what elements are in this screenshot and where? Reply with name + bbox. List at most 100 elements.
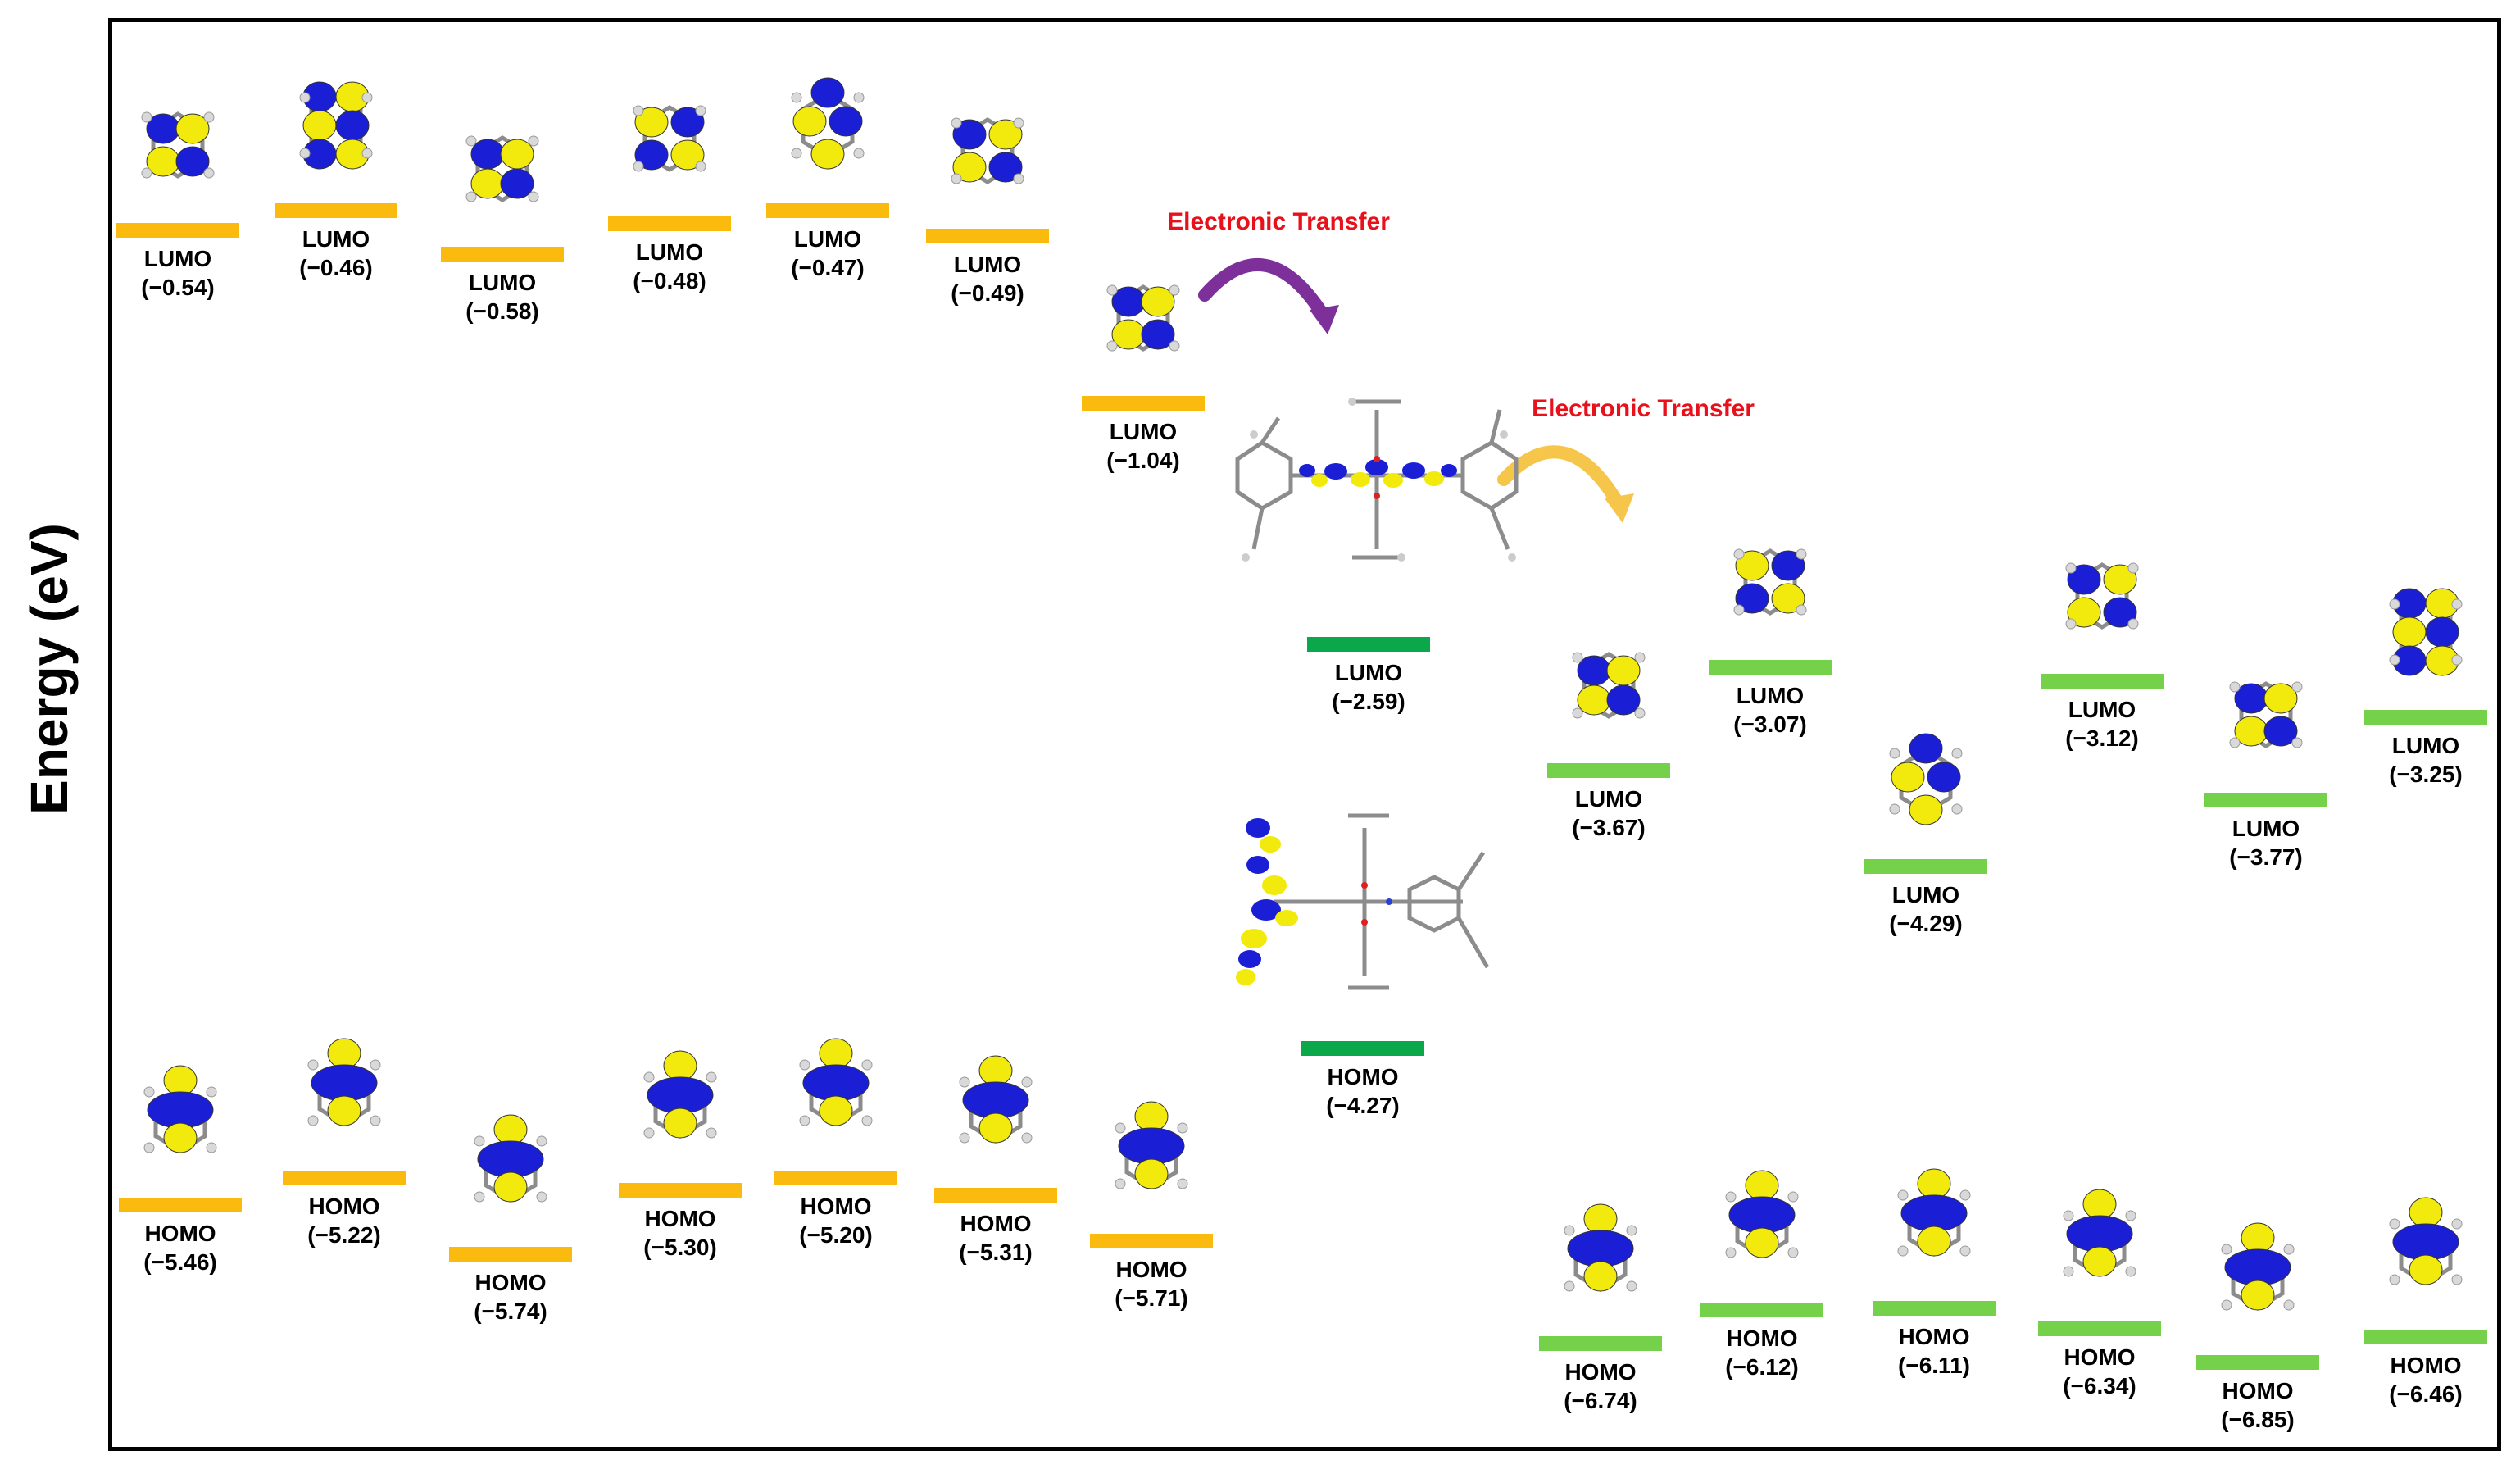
d2-homo-energy-value: (−5.22) xyxy=(307,1222,381,1248)
core-molecule-lumo xyxy=(1235,398,1519,562)
a4-homo-level-bar xyxy=(2038,1321,2161,1336)
a1-homo-orbital-name: HOMO xyxy=(1564,1359,1637,1385)
d4-lumo-hydrogen-atom xyxy=(695,161,706,172)
a2-homo-lobe xyxy=(1745,1227,1779,1258)
d4-homo-orbital-icon xyxy=(643,1050,717,1139)
d5-homo-energy-value: (−5.20) xyxy=(799,1222,873,1248)
a3-homo-hydrogen-atom xyxy=(1959,1245,1971,1257)
d4-homo-hydrogen-atom xyxy=(643,1071,655,1083)
a4-lumo-hydrogen-atom xyxy=(2065,562,2077,574)
a5-lumo-lobe xyxy=(2263,716,2298,747)
a1-homo-lobe xyxy=(1583,1261,1618,1292)
a6-homo-lobe xyxy=(2409,1197,2443,1228)
d4-homo-label: HOMO (−5.30) xyxy=(615,1204,746,1262)
d1-lumo-level-bar xyxy=(116,223,239,238)
d2-lumo-hydrogen-atom xyxy=(361,92,373,103)
d2-lumo-hydrogen-atom xyxy=(361,148,373,159)
d5-lumo-hydrogen-atom xyxy=(853,148,865,159)
d3-lumo-lobe xyxy=(500,139,534,170)
a1-lumo-hydrogen-atom xyxy=(1634,652,1646,663)
a5-lumo-orbital-name: LUMO xyxy=(2232,816,2300,841)
a3-lumo-hydrogen-atom xyxy=(1951,803,1963,815)
d1-homo-lobe xyxy=(163,1122,198,1153)
a6-homo-label: HOMO(−6.46) xyxy=(2360,1351,2491,1408)
a1-lumo-hydrogen-atom xyxy=(1572,652,1583,663)
d6-lumo-level-bar xyxy=(926,229,1049,243)
a6-homo-orbital-name: HOMO xyxy=(2390,1353,2462,1378)
c-homo-energy-value: (−4.27) xyxy=(1326,1093,1400,1118)
d4-homo-energy-value: (−5.30) xyxy=(643,1235,717,1260)
a5-lumo-orbital-icon xyxy=(2229,681,2303,748)
a1-lumo-lobe xyxy=(1606,655,1641,686)
d5-homo-orbital-name: HOMO xyxy=(800,1194,872,1219)
d2-homo-lobe xyxy=(327,1038,361,1069)
d3-homo-hydrogen-atom xyxy=(536,1191,547,1203)
a5-lumo-hydrogen-atom xyxy=(2291,737,2303,748)
d5-lumo-lobe xyxy=(810,139,845,170)
d1-homo-level-bar xyxy=(119,1198,242,1212)
a1-lumo-energy-value: (−3.67) xyxy=(1572,815,1646,840)
a5-homo-hydrogen-atom xyxy=(2283,1299,2295,1311)
d6-lumo-lobe xyxy=(952,152,987,183)
a3-lumo-lobe xyxy=(1891,762,1925,793)
d6-homo-hydrogen-atom xyxy=(1021,1132,1033,1144)
d3-lumo-hydrogen-atom xyxy=(528,191,539,202)
a5-lumo-label: LUMO(−3.77) xyxy=(2200,814,2332,871)
d7-homo-orbital-name: HOMO xyxy=(1115,1257,1187,1282)
a3-homo-energy-value: (−6.11) xyxy=(1898,1353,1970,1378)
a4-lumo-hydrogen-atom xyxy=(2065,618,2077,630)
a1-lumo-label: LUMO(−3.67) xyxy=(1543,785,1674,842)
d3-lumo-orbital-icon xyxy=(465,135,539,202)
d4-homo-orbital-name: HOMO xyxy=(644,1206,716,1231)
d3-lumo-hydrogen-atom xyxy=(465,191,477,202)
d4-lumo-lobe xyxy=(634,107,669,138)
c-homo-orbital-name: HOMO xyxy=(1327,1064,1399,1089)
a2-lumo-label: LUMO(−3.07) xyxy=(1705,681,1836,739)
d2-homo-orbital-icon xyxy=(307,1038,381,1126)
a2-lumo-energy-value: (−3.07) xyxy=(1733,712,1807,737)
d7-homo-lobe xyxy=(1134,1101,1169,1132)
d1-lumo-hydrogen-atom xyxy=(203,167,215,179)
d4-lumo-lobe xyxy=(670,107,705,138)
d2-homo-lobe xyxy=(327,1095,361,1126)
a3-homo-lobe xyxy=(1917,1226,1951,1257)
d6-homo-orbital-icon xyxy=(959,1055,1033,1144)
a6-homo-lobe xyxy=(2392,1223,2459,1261)
a4-lumo-hydrogen-atom xyxy=(2127,562,2139,574)
d2-homo-level-bar xyxy=(283,1171,406,1185)
a6-homo-hydrogen-atom xyxy=(2451,1274,2463,1285)
a1-homo-label: HOMO(−6.74) xyxy=(1535,1358,1666,1415)
a4-homo-orbital-icon xyxy=(2063,1189,2136,1277)
a6-homo-level-bar xyxy=(2364,1330,2487,1344)
d1-lumo-lobe xyxy=(175,113,210,144)
a2-homo-label: HOMO(−6.12) xyxy=(1696,1324,1828,1381)
d3-homo-orbital-icon xyxy=(474,1114,547,1203)
d6-homo-lobe xyxy=(978,1055,1013,1086)
d5-homo-hydrogen-atom xyxy=(799,1059,810,1071)
d4-lumo-hydrogen-atom xyxy=(633,161,644,172)
d6-homo-lobe xyxy=(962,1081,1029,1119)
a2-homo-lobe xyxy=(1728,1196,1796,1234)
a1-lumo-orbital-icon xyxy=(1572,652,1646,719)
d3-homo-level-bar xyxy=(449,1247,572,1262)
d2-lumo-label: LUMO(−0.46) xyxy=(270,225,402,282)
d1-homo-label: HOMO(−5.46) xyxy=(115,1219,246,1276)
d7-lumo-orbital-icon xyxy=(1106,284,1180,352)
d6-lumo-energy-value: (−0.49) xyxy=(951,280,1024,306)
a4-lumo-energy-value: (−3.12) xyxy=(2065,725,2139,751)
transfer-arrow-1 xyxy=(1198,258,1339,334)
d1-homo-energy-value: (−5.46) xyxy=(143,1249,217,1275)
a1-homo-hydrogen-atom xyxy=(1564,1225,1575,1236)
d5-homo-hydrogen-atom xyxy=(861,1115,873,1126)
d6-lumo-hydrogen-atom xyxy=(1013,117,1024,129)
d7-homo-orbital-icon xyxy=(1115,1101,1188,1189)
d5-homo-lobe xyxy=(802,1064,870,1102)
d7-homo-lobe xyxy=(1134,1158,1169,1189)
a2-homo-orbital-icon xyxy=(1725,1170,1799,1258)
d5-homo-label: HOMO (−5.20) xyxy=(770,1192,901,1249)
a6-homo-hydrogen-atom xyxy=(2451,1218,2463,1230)
d2-lumo-orbital-icon xyxy=(299,81,373,170)
a1-homo-hydrogen-atom xyxy=(1626,1225,1637,1236)
d3-lumo-hydrogen-atom xyxy=(465,135,477,147)
d7-homo-lobe xyxy=(1118,1127,1185,1165)
